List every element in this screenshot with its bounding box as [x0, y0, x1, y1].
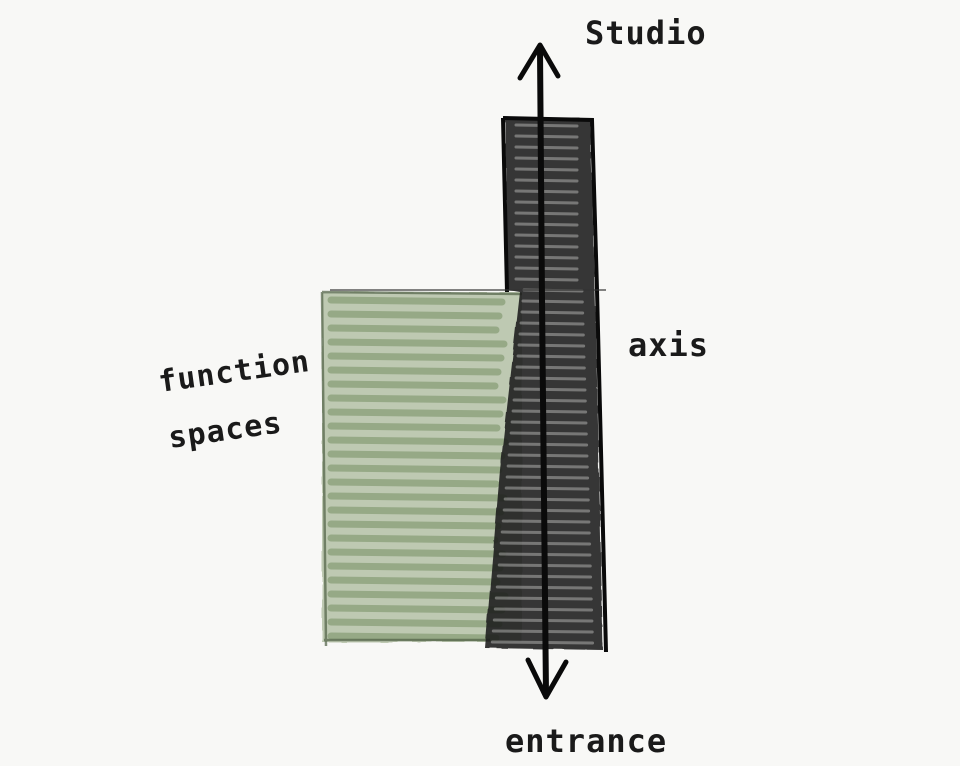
hatch-stroke [510, 420, 588, 425]
label-studio: Studio [585, 14, 707, 52]
hatch-stroke [327, 324, 500, 334]
hatch-stroke [327, 576, 501, 586]
hatch-stroke [514, 277, 579, 282]
axis-line [517, 42, 569, 700]
hatch-stroke [514, 233, 579, 238]
hatch-stroke [514, 156, 579, 161]
hatch-stroke [327, 590, 509, 600]
hatch-stroke [490, 640, 595, 645]
hatch-stroke [327, 548, 507, 558]
function-spaces-zone [320, 290, 523, 647]
hatch-stroke [504, 486, 590, 491]
hatch-stroke [327, 478, 500, 488]
hatch-stroke [327, 562, 504, 572]
hatch-stroke [514, 167, 579, 172]
hatch-stroke [327, 492, 508, 502]
hatch-stroke [514, 211, 579, 216]
hatch-stroke [521, 299, 584, 304]
hatch-stroke [514, 134, 579, 139]
label-function: function [156, 344, 312, 400]
hatch-stroke [516, 354, 586, 359]
hatch-stroke [512, 398, 587, 403]
hatch-stroke [509, 431, 588, 436]
hatch-stroke [514, 376, 587, 381]
hatch-stroke [513, 387, 587, 392]
hatch-stroke [514, 145, 579, 150]
hatch-stroke [327, 310, 503, 320]
hatch-stroke [327, 450, 506, 460]
hatch-stroke [327, 352, 505, 362]
hatch-stroke [327, 296, 506, 306]
hatch-stroke [327, 534, 499, 544]
hatch-stroke [519, 321, 585, 326]
arrow-down-icon [525, 657, 569, 700]
hatch-stroke [327, 520, 502, 530]
hatch-stroke [327, 436, 509, 446]
hatch-stroke [327, 394, 507, 404]
hatch-stroke [514, 255, 579, 260]
label-spaces: spaces [166, 405, 284, 456]
hatch-stroke [515, 365, 586, 370]
hatch-stroke [517, 343, 586, 348]
hatch-stroke [514, 266, 579, 271]
hatch-stroke [514, 222, 579, 227]
hatch-stroke [514, 244, 579, 249]
hatch-stroke [327, 380, 499, 390]
hatch-stroke [327, 338, 508, 348]
hatch-stroke [327, 632, 500, 642]
hatch-stroke [514, 200, 579, 205]
hatch-stroke [506, 464, 589, 469]
hatch-stroke [514, 189, 579, 194]
hatch-stroke [327, 408, 504, 418]
label-entrance: entrance [505, 722, 667, 760]
hatch-stroke [327, 464, 503, 474]
hatch-stroke [327, 604, 506, 614]
hatch-stroke [505, 475, 590, 480]
hatch-stroke [507, 453, 589, 458]
hatch-stroke [327, 618, 503, 628]
label-axis: axis [628, 326, 709, 364]
hatch-stroke [327, 422, 501, 432]
hatch-stroke [327, 506, 505, 516]
hatch-stroke [511, 409, 588, 414]
hatch-stroke [514, 178, 579, 183]
hatch-stroke [518, 332, 585, 337]
arrow-up-icon [517, 42, 561, 81]
hatch-stroke [520, 310, 585, 315]
hatch-stroke [514, 123, 579, 128]
hatch-stroke [327, 366, 502, 376]
hatch-stroke [508, 442, 589, 447]
